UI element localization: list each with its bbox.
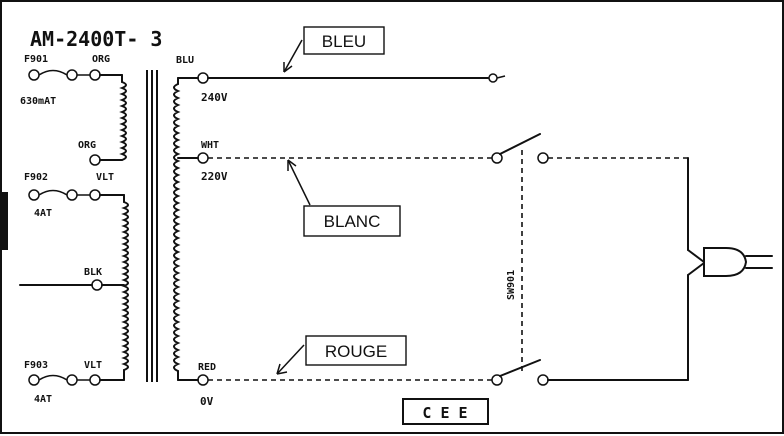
cee-mark-text: C E E xyxy=(422,404,467,422)
edge-tab xyxy=(0,192,8,250)
callout-rouge: ROUGE xyxy=(276,335,407,375)
fuse-f903-rating: 4AT xyxy=(34,394,52,405)
tap-blu-label: BLU xyxy=(176,55,194,66)
tap-220v-label: 220V xyxy=(201,170,228,183)
mains-plug-icon xyxy=(687,157,773,381)
wire-blk-label: BLK xyxy=(84,267,102,278)
callout-rouge-text: ROUGE xyxy=(325,342,387,361)
wire-vlt-top-label: VLT xyxy=(96,172,114,183)
callout-bleu: BLEU xyxy=(283,26,385,73)
tap-red-label: RED xyxy=(198,362,216,373)
fuse-f901-rating: 630mAT xyxy=(20,96,56,107)
transformer-core xyxy=(146,70,158,382)
model-label: AM-2400T- 3 xyxy=(30,27,162,51)
wire-org-bottom-label: ORG xyxy=(78,140,96,151)
fuse-f903-symbol xyxy=(28,374,101,386)
wire-vlt-bottom-label: VLT xyxy=(84,360,102,371)
terminal-red xyxy=(197,374,209,386)
primary-winding-1 xyxy=(89,81,127,166)
tap-wht-label: WHT xyxy=(201,140,219,151)
fuse-f901-label: F901 xyxy=(24,54,48,65)
cee-mark: C E E xyxy=(402,398,489,425)
blk-tap xyxy=(19,279,125,291)
fuse-f902-rating: 4AT xyxy=(34,208,52,219)
switch-sw901-label: SW901 xyxy=(506,270,517,300)
terminal-wht xyxy=(197,152,209,164)
secondary-winding xyxy=(173,77,199,381)
terminal-blu xyxy=(197,72,209,84)
callout-blanc-text: BLANC xyxy=(324,212,381,231)
primary-winding-2 xyxy=(99,201,129,381)
fuse-f903-label: F903 xyxy=(24,360,48,371)
switch-sw901 xyxy=(491,133,689,386)
wire-blu-240v xyxy=(207,73,506,83)
fuse-f902-symbol xyxy=(28,189,125,203)
tap-0v-label: 0V xyxy=(200,395,214,408)
fuse-f902-label: F902 xyxy=(24,172,48,183)
callout-bleu-text: BLEU xyxy=(322,32,366,51)
wire-org-top-label: ORG xyxy=(92,54,110,65)
tap-240v-label: 240V xyxy=(201,91,228,104)
fuse-f901-symbol xyxy=(28,69,123,83)
callout-blanc: BLANC xyxy=(287,159,401,237)
